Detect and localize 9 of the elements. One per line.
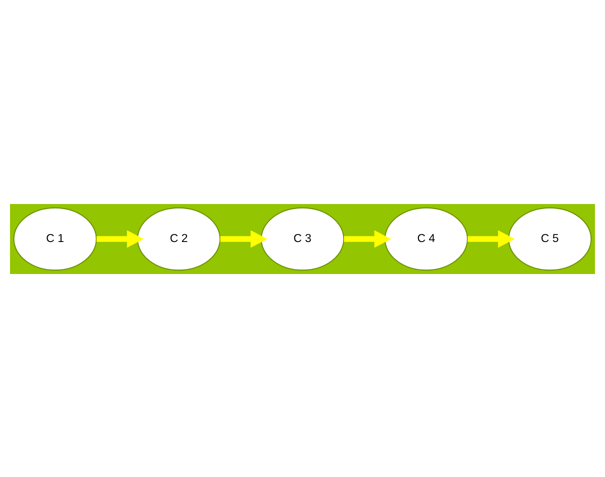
arrow	[468, 230, 515, 248]
arrow	[344, 230, 392, 248]
node-ellipse: C 1	[13, 206, 97, 270]
node-ellipse: C 2	[137, 206, 221, 270]
node-ellipse: C 3	[260, 206, 344, 270]
arrow	[220, 230, 268, 248]
arrow	[96, 230, 144, 248]
node-ellipse: C 5	[508, 206, 592, 270]
node-ellipse: C 4	[384, 206, 468, 270]
